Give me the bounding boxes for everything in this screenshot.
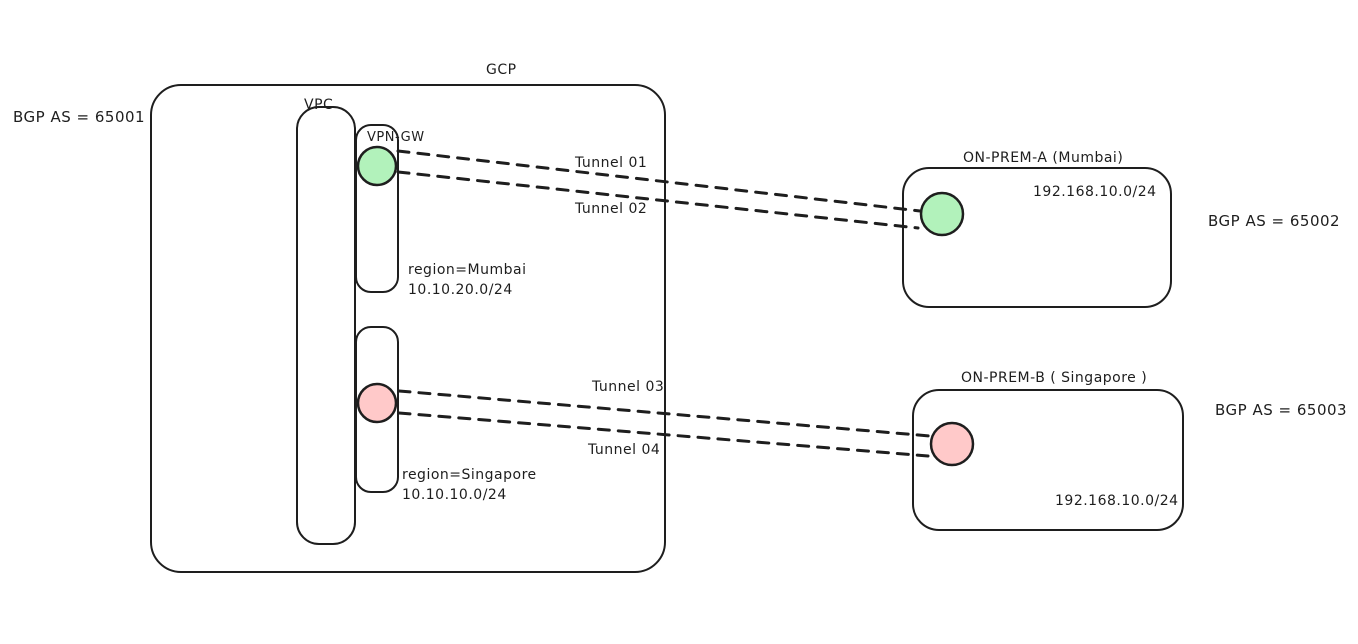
vpc-box <box>296 106 356 545</box>
on-prem-b-endpoint-node <box>929 421 975 467</box>
tunnel-04-line <box>397 411 930 458</box>
gcp-bgp-as-label: BGP AS = 65001 <box>13 108 146 126</box>
vpn-gw-mumbai-node <box>356 145 398 187</box>
vpn-gw-singapore-info: region=Singapore 10.10.10.0/24 <box>402 465 537 505</box>
on-prem-a-subnet: 192.168.10.0/24 <box>1033 184 1157 200</box>
tunnel-03-line <box>397 389 932 438</box>
vpn-gw-mumbai-box <box>355 124 399 293</box>
vpn-gw-singapore-node <box>356 382 398 424</box>
on-prem-a-title: ON-PREM-A (Mumbai) <box>963 150 1124 166</box>
vpn-gw-label: VPN-GW <box>367 130 425 145</box>
on-prem-a-bgp-as-label: BGP AS = 65002 <box>1208 212 1341 230</box>
vpn-gw-singapore-subnet: 10.10.10.0/24 <box>402 487 507 503</box>
vpn-gw-singapore-region: region=Singapore <box>402 467 537 483</box>
tunnel-04-label: Tunnel 04 <box>588 442 661 458</box>
on-prem-b-bgp-as-label: BGP AS = 65003 <box>1215 401 1348 419</box>
tunnel-02-label: Tunnel 02 <box>575 201 648 217</box>
gcp-box <box>150 84 666 573</box>
vpc-label: VPC <box>304 97 334 113</box>
on-prem-a-endpoint-node <box>919 191 965 237</box>
vpn-gw-mumbai-info: region=Mumbai 10.10.20.0/24 <box>408 260 526 300</box>
vpn-gw-singapore-box <box>355 326 399 493</box>
gcp-label: GCP <box>486 62 517 78</box>
on-prem-b-title: ON-PREM-B ( Singapore ) <box>961 370 1148 386</box>
on-prem-b-box <box>912 389 1184 531</box>
on-prem-a-box <box>902 167 1172 308</box>
tunnel-03-label: Tunnel 03 <box>592 379 665 395</box>
tunnel-01-label: Tunnel 01 <box>575 155 648 171</box>
tunnel-01-line <box>396 149 922 213</box>
tunnel-02-line <box>396 170 920 230</box>
vpn-gw-mumbai-subnet: 10.10.20.0/24 <box>408 282 513 298</box>
vpn-gw-mumbai-region: region=Mumbai <box>408 262 527 278</box>
on-prem-b-subnet: 192.168.10.0/24 <box>1055 493 1179 509</box>
